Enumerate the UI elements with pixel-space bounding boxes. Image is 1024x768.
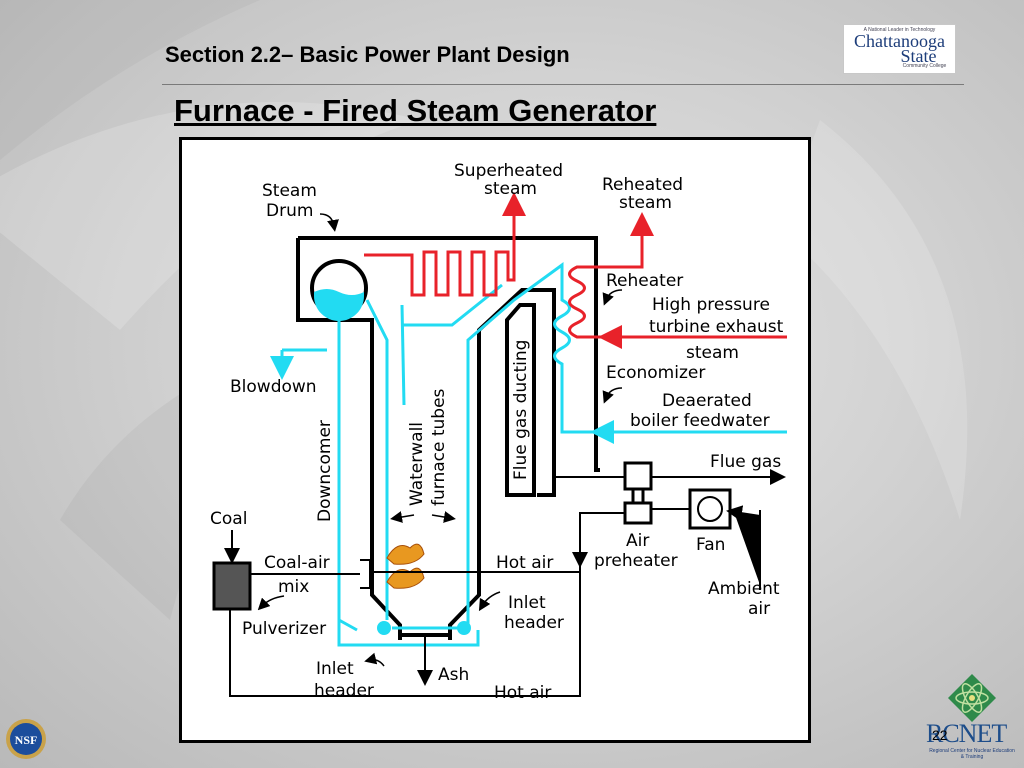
logo-line-3: Community College: [902, 63, 947, 69]
label-hot-air-lower: Hot air: [494, 683, 551, 703]
logo-line-2: State: [900, 46, 937, 66]
label-hp-exhaust: High pressure: [652, 295, 770, 315]
logo-line-1: Chattanooga: [854, 31, 945, 51]
ambient-air-arrow: [726, 505, 761, 585]
header-divider: [162, 84, 964, 85]
slide-title: Furnace - Fired Steam Generator: [174, 93, 657, 128]
label-air-preheater: preheater: [594, 551, 678, 571]
label-flue-gas-ducting: Flue gas ducting: [511, 340, 531, 480]
label-coal-air-mix: mix: [278, 577, 309, 597]
label-ambient-air: Ambient: [708, 579, 780, 599]
burner-nozzle: [360, 559, 371, 589]
label-waterwall: Waterwall: [407, 422, 427, 506]
label-economizer: Economizer: [606, 363, 705, 383]
burner-flames: [386, 543, 425, 589]
label-reheater: Reheater: [606, 271, 683, 291]
label-reheated-steam: steam: [619, 193, 672, 213]
chattanooga-state-logo: A National Leader in Technology Chattano…: [843, 24, 956, 74]
label-hot-air-upper: Hot air: [496, 553, 553, 573]
label-coal: Coal: [210, 509, 247, 529]
label-flue-gas: Flue gas: [710, 452, 781, 472]
steam-generator-diagram: Steam Drum Superheated steam Reheated st…: [179, 137, 811, 743]
label-ash: Ash: [438, 665, 469, 685]
label-downcomer: Downcomer: [315, 420, 335, 522]
label-hp-exhaust: steam: [686, 343, 739, 363]
label-inlet-header-left: Inlet: [316, 659, 354, 679]
rcnet-wordmark: RCNET: [926, 719, 1007, 748]
rcnet-logo: RCNET Regional Center for Nuclear Educat…: [926, 672, 1018, 764]
label-reheated-steam: Reheated: [602, 175, 683, 195]
water-circuit: [280, 262, 787, 647]
pointer-arrows: [257, 213, 623, 667]
label-superheated-steam: steam: [484, 179, 537, 199]
steam-circuit: [364, 198, 787, 339]
label-superheated-steam: Superheated: [454, 161, 563, 181]
label-inlet-header-left: header: [314, 681, 374, 701]
label-steam-drum: Drum: [266, 201, 313, 221]
fan: [688, 488, 732, 530]
label-air-preheater: Air: [626, 531, 649, 551]
label-feedwater: Deaerated: [662, 391, 752, 411]
logo-tagline: A National Leader in Technology: [863, 27, 936, 33]
inlet-header-left: [377, 621, 391, 635]
rcnet-emblem-icon: [948, 674, 996, 722]
label-pulverizer: Pulverizer: [242, 619, 326, 639]
inlet-header-right: [457, 621, 471, 635]
label-inlet-header-right: header: [504, 613, 564, 633]
steam-drum: [310, 259, 368, 321]
pulverizer: [212, 561, 252, 611]
label-waterwall: furnace tubes: [429, 388, 449, 506]
nsf-logo-text: NSF: [15, 733, 38, 747]
label-coal-air-mix: Coal-air: [264, 553, 330, 573]
label-hp-exhaust: turbine exhaust: [649, 317, 784, 337]
label-feedwater: boiler feedwater: [630, 411, 770, 431]
label-fan: Fan: [696, 535, 725, 555]
label-ambient-air: air: [748, 599, 770, 619]
rcnet-subtitle: Regional Center for Nuclear Education & …: [929, 748, 1015, 760]
nsf-logo: NSF: [6, 719, 46, 759]
label-blowdown: Blowdown: [230, 377, 317, 397]
label-inlet-header-right: Inlet: [508, 593, 546, 613]
diagram-canvas: Steam Drum Superheated steam Reheated st…: [210, 161, 787, 703]
section-title: Section 2.2– Basic Power Plant Design: [165, 42, 570, 67]
page-number: 22: [932, 727, 948, 743]
air-preheater: [623, 461, 653, 525]
label-steam-drum: Steam: [262, 181, 317, 201]
